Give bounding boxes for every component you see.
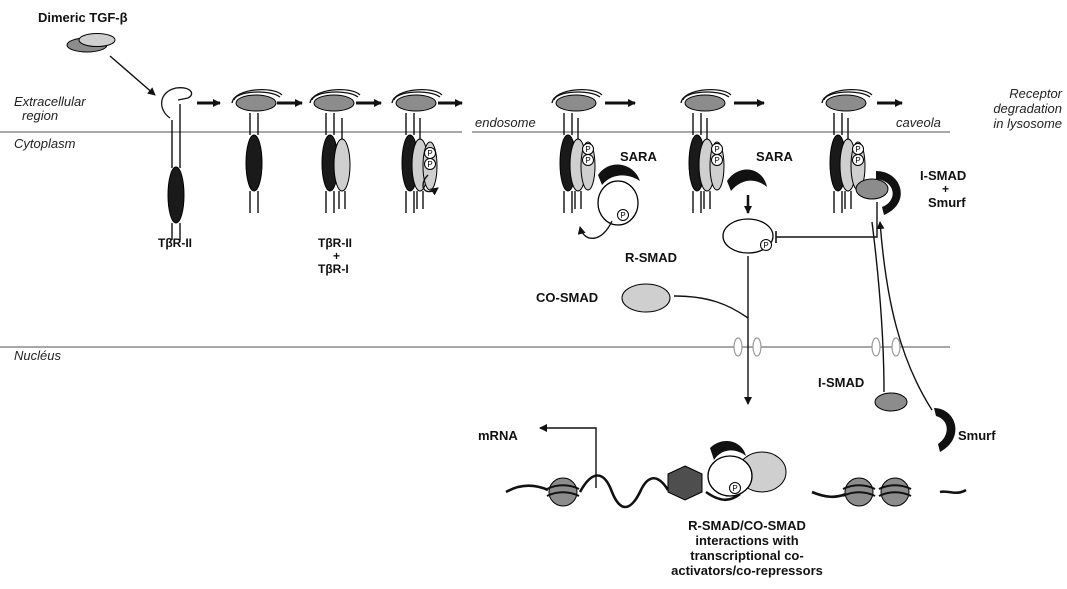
ismad-smurf-label-3: Smurf — [928, 195, 966, 210]
co-smad-joining-line — [674, 296, 748, 318]
caption-line-2: interactions with — [695, 533, 798, 548]
nucleosome-1 — [547, 478, 579, 506]
ismad — [875, 393, 907, 411]
r-smad-phosphorylated-free — [723, 219, 773, 253]
transcription-complex — [668, 441, 786, 500]
mrna-label: mRNA — [478, 428, 518, 443]
ligand-label: Dimeric TGF-β — [38, 10, 128, 25]
complex-label-3: TβR-I — [318, 262, 349, 276]
caveola-label: caveola — [896, 115, 941, 130]
ligand-dimer — [67, 34, 115, 53]
ismad-smurf-label-1: I-SMAD — [920, 168, 966, 183]
nucleosome-2 — [843, 478, 875, 506]
r-smad-label: R-SMAD — [625, 250, 677, 265]
co-smad — [622, 284, 670, 312]
nucleosome-3 — [879, 478, 911, 506]
degradation-label-3: in lysosome — [993, 116, 1062, 131]
co-smad-label: CO-SMAD — [536, 290, 598, 305]
smurf — [934, 408, 955, 452]
caption-line-4: activators/co-repressors — [671, 563, 823, 578]
receptor-complex-phosphorylated — [392, 90, 442, 213]
degradation-label-1: Receptor — [1009, 86, 1062, 101]
complex-label-1: TβR-II — [318, 236, 352, 250]
smurf-recruit-line — [880, 222, 932, 410]
caveola-receptor-ismad — [822, 90, 901, 215]
degradation-label-2: degradation — [993, 101, 1062, 116]
cytoplasm-label: Cytoplasm — [14, 136, 76, 151]
receptor-ii-label: TβR-II — [158, 236, 192, 250]
inhibition-line — [776, 202, 877, 243]
endosome-receptor-sara-release — [681, 90, 767, 213]
receptor-type-ii-unbound — [162, 88, 192, 240]
extracellular-label-1: Extracellular — [14, 94, 86, 109]
complex-label-2: + — [333, 249, 340, 263]
endosome-label: endosome — [475, 115, 536, 130]
receptor-ii-ligand-bound — [232, 90, 282, 213]
sara-label-2: SARA — [756, 149, 793, 164]
caption-line-3: transcriptional co- — [690, 548, 803, 563]
nucleus-label: Nucléus — [14, 348, 61, 363]
caption-line-1: R-SMAD/CO-SMAD — [688, 518, 806, 533]
ligand-binding-arrow — [110, 56, 155, 95]
extracellular-label-2: region — [22, 108, 58, 123]
ismad-smurf-label-2: + — [942, 182, 949, 196]
smurf-label: Smurf — [958, 428, 996, 443]
ismad-label: I-SMAD — [818, 375, 864, 390]
receptor-complex — [310, 90, 360, 213]
sara-label-1: SARA — [620, 149, 657, 164]
